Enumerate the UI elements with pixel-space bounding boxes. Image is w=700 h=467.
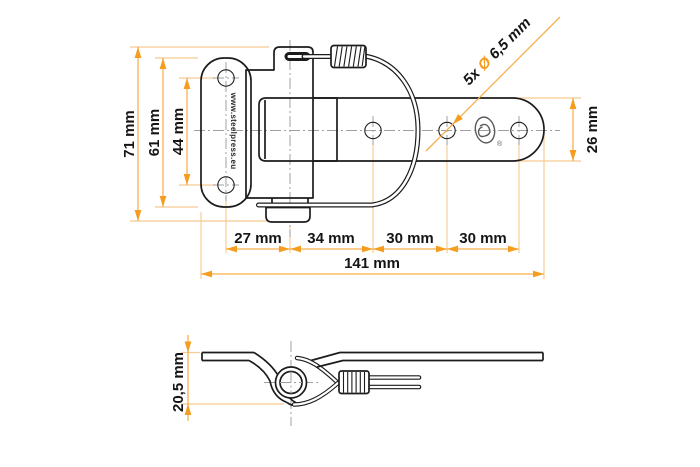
- dim-label-71mm: 71 mm: [121, 110, 138, 158]
- plate-hole-top: [217, 69, 235, 87]
- bottom-pin: [265, 198, 311, 223]
- dim-label-27mm: 27 mm: [234, 230, 282, 247]
- dim-label-141mm: 141 mm: [344, 255, 400, 272]
- arm-hole-2: [438, 121, 456, 140]
- dim-total-height: 71 mm: [121, 47, 142, 221]
- side-spring-wires: [291, 355, 341, 407]
- bail-wire-assembly: [256, 44, 421, 208]
- logo-badge: ®: [474, 116, 503, 148]
- dim-label-61mm: 61 mm: [146, 109, 163, 157]
- dim-arm-width: 26 mm: [569, 98, 601, 161]
- hinge-strap: [258, 97, 338, 162]
- hinge-body: [245, 46, 314, 199]
- dim-total-length: 141 mm: [201, 255, 544, 278]
- dim-label-30mm-b: 30 mm: [459, 230, 507, 247]
- dim-profile-height: 20,5 mm: [170, 335, 192, 421]
- front-view: www.steelpress.eu ®: [200, 44, 545, 223]
- dim-label-30mm-a: 30 mm: [386, 230, 434, 247]
- side-right-flange: [310, 351, 544, 368]
- mounting-plate: [200, 57, 252, 208]
- extension-lines: [130, 46, 581, 405]
- dim-label-44mm: 44 mm: [170, 108, 187, 156]
- spring-coil: [330, 44, 367, 69]
- side-spring-coil: [338, 370, 422, 395]
- hole-callout-label: 5x Ø 6,5 mm: [460, 14, 535, 89]
- arm-hole-1: [364, 121, 382, 140]
- dim-label-20-5mm: 20,5 mm: [170, 352, 187, 412]
- side-view: [201, 351, 544, 407]
- dim-plate-hole-spacing: 44 mm: [170, 78, 191, 185]
- dim-plate-height: 61 mm: [146, 58, 167, 207]
- hinge-pin-boss: [274, 366, 308, 399]
- dim-label-26mm: 26 mm: [584, 106, 601, 154]
- arm-plate: [313, 97, 545, 162]
- brand-text: www.steelpress.eu: [229, 92, 238, 170]
- dim-label-34mm: 34 mm: [307, 230, 355, 247]
- dim-segments: 27 mm 34 mm 30 mm 30 mm: [226, 230, 519, 253]
- plate-hole-bottom: [217, 176, 235, 194]
- registered-mark: ®: [497, 140, 503, 148]
- arm-hole-3: [510, 121, 528, 140]
